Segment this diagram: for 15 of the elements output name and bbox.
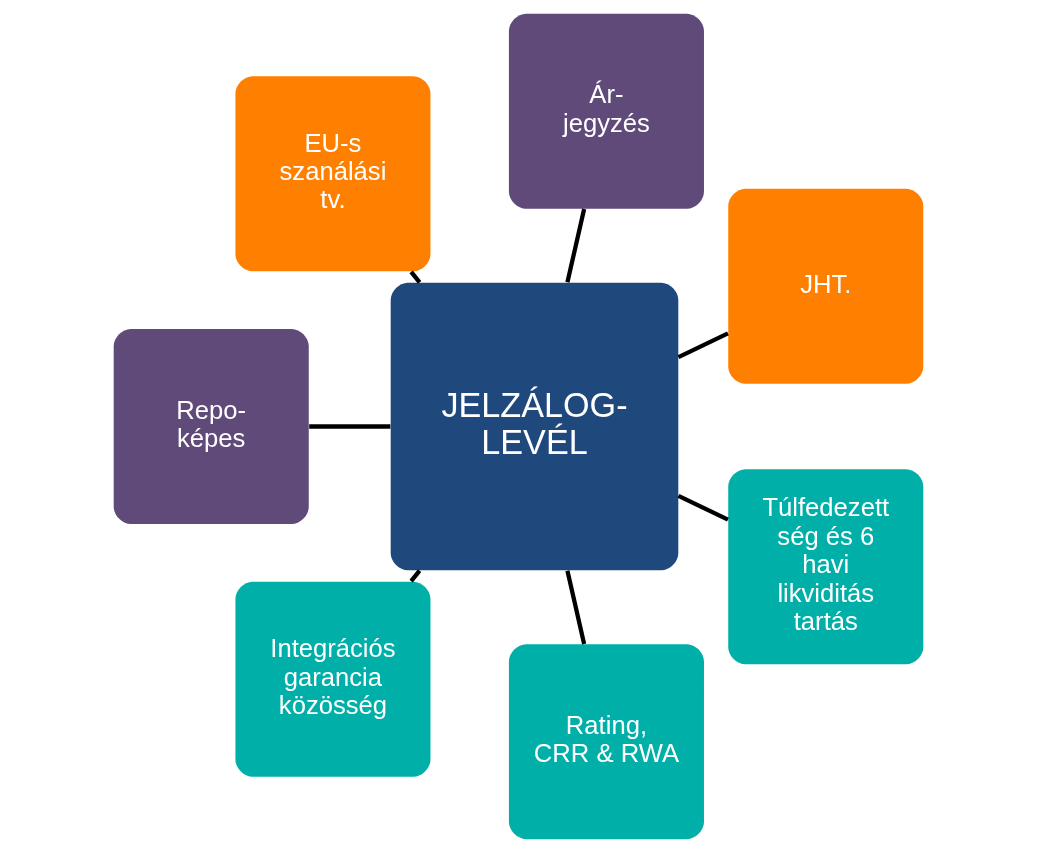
node-box: Túlfedezett ség és 6 havi likviditás tartás	[728, 469, 924, 665]
connector	[677, 331, 729, 360]
connector	[409, 569, 422, 583]
node-box: EU-s szanálási tv.	[235, 76, 431, 272]
node-box: JELZÁLOG- LEVÉL	[390, 282, 679, 571]
node-box: Integrációs garancia közösség	[235, 581, 431, 777]
connector	[309, 424, 391, 429]
node-box: Repo- képes	[113, 328, 309, 525]
node-box: Ár- jegyzés	[508, 13, 704, 209]
node-box: Rating, CRR & RWA	[508, 644, 704, 840]
node-box: JHT.	[728, 188, 924, 384]
connector	[565, 208, 587, 283]
connector	[409, 270, 422, 284]
connector	[677, 493, 729, 522]
connector	[565, 570, 587, 645]
